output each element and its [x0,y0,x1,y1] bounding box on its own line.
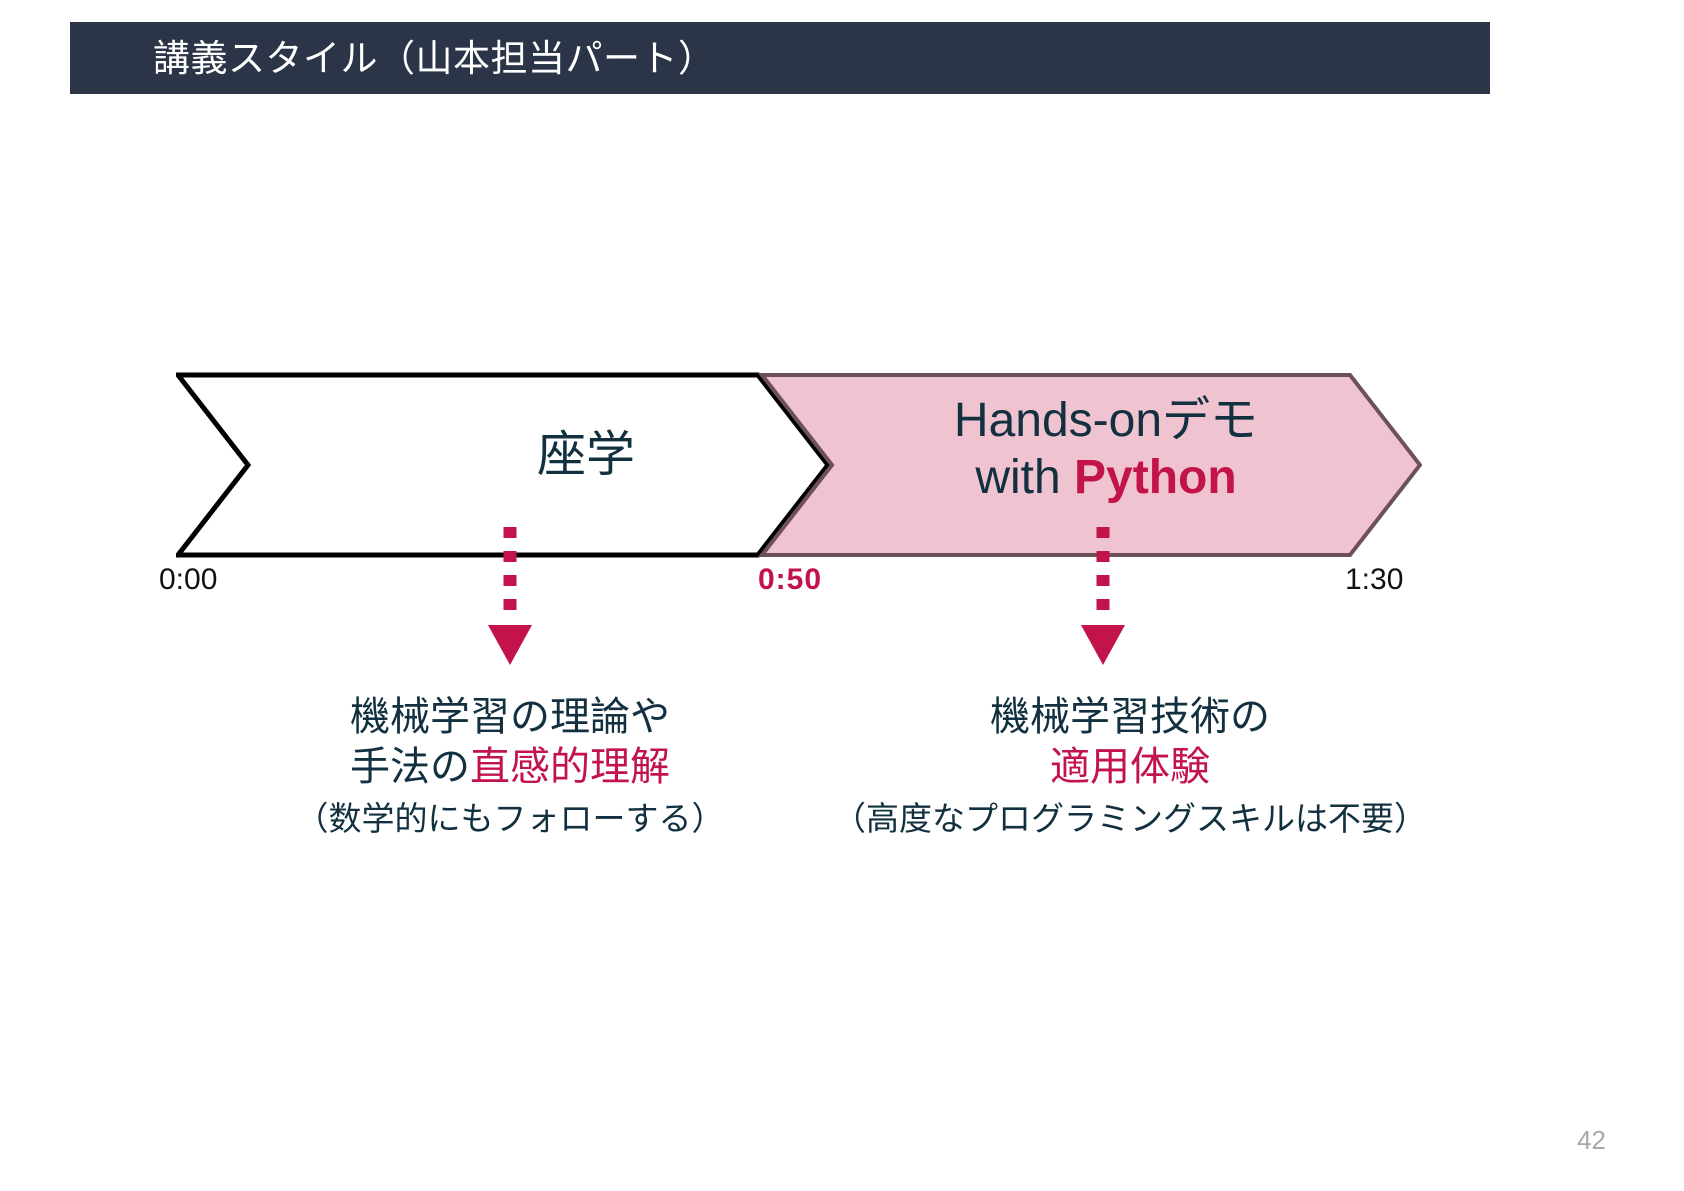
time-tick-split: 0:50 [758,563,823,596]
title-banner: 講義スタイル（山本担当パート） [70,22,1490,94]
dotted-down-arrow-left-icon [480,525,540,665]
caption-lecture-sub: （数学的にもフォローする） [295,800,725,837]
caption-lecture-line2: 手法の直感的理解 [210,742,810,792]
chevron-segment-lecture [176,372,832,558]
caption-handson-line2-highlight: 適用体験 [1050,745,1210,789]
caption-handson: 機械学習技術の 適用体験 （高度なプログラミングスキルは不要） [800,692,1460,839]
caption-lecture-line1: 機械学習の理論や [350,695,670,739]
caption-handson-line1: 機械学習技術の [990,695,1270,739]
caption-lecture-line2-prefix: 手法の [350,745,470,789]
chevron-segment-handson [757,373,1422,557]
time-tick-end: 1:30 [1345,563,1404,596]
time-tick-start: 0:00 [159,563,218,596]
caption-lecture-line2-highlight: 直感的理解 [470,745,670,789]
caption-handson-sub: （高度なプログラミングスキルは不要） [833,800,1427,837]
timeline-chevron-band: 座学 Hands-onデモ with Python [176,371,1422,559]
page-number: 42 [1577,1125,1606,1155]
caption-lecture: 機械学習の理論や 手法の直感的理解 （数学的にもフォローする） [210,692,810,839]
dotted-down-arrow-right-icon [1073,525,1133,665]
page-title: 講義スタイル（山本担当パート） [153,37,716,79]
